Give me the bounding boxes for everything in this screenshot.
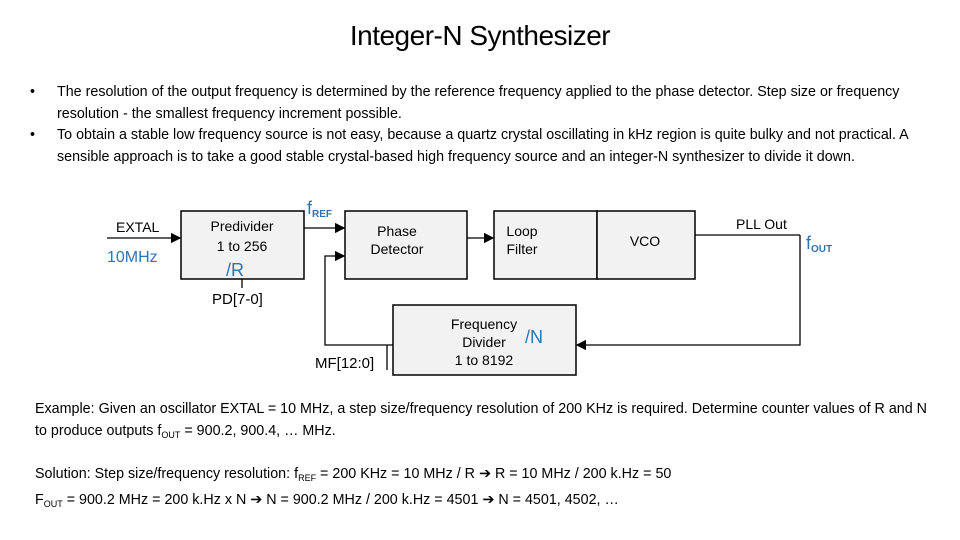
solution-text: N = 4501, 4502, … <box>494 492 619 508</box>
pll-out-label: PLL Out <box>736 216 787 232</box>
solution-line-1: Solution: Step size/frequency resolution… <box>35 463 940 489</box>
loop-filter-label: Loop <box>506 223 537 239</box>
vco-block <box>596 210 696 280</box>
example-paragraph: Example: Given an oscillator EXTAL = 10 … <box>35 398 940 446</box>
vco-label: VCO <box>630 233 660 249</box>
bullet-icon: • <box>30 84 36 100</box>
feedback-line <box>575 235 801 351</box>
bullet-text: The resolution of the output frequency i… <box>57 84 900 122</box>
arrow-icon: ➔ <box>250 492 263 508</box>
phase-detector-block <box>344 210 468 280</box>
frequency-divider-label-2: Divider <box>462 334 506 350</box>
solution-text: = 900.2 MHz = 200 k.Hz x N <box>62 492 251 508</box>
solution-text: Solution: Step size/frequency resolution… <box>35 466 295 482</box>
solution-paragraph: Solution: Step size/frequency resolution… <box>35 463 940 515</box>
fout-label: fOUT <box>806 233 832 255</box>
slide-title: Integer-N Synthesizer <box>349 20 611 51</box>
extal-label: EXTAL <box>116 219 160 235</box>
bullet-list: • The resolution of the output frequency… <box>30 82 930 168</box>
predivider-block <box>180 210 305 280</box>
frequency-divider-range: 1 to 8192 <box>455 352 514 368</box>
solution-line-2: FOUT = 900.2 MHz = 200 k.Hz x N ➔ N = 90… <box>35 489 940 515</box>
fref-label: fREF <box>307 198 332 220</box>
pd-label: PD[7-0] <box>212 291 263 308</box>
phase-detector-label-2: Detector <box>371 241 424 257</box>
bullet-item: • To obtain a stable low frequency sourc… <box>30 125 930 168</box>
loop-filter-block <box>493 210 598 280</box>
fref-subscript: REF <box>298 473 317 483</box>
bullet-icon: • <box>30 127 36 143</box>
arrow-icon: ➔ <box>478 466 491 482</box>
n-label: /N <box>525 327 543 347</box>
loop-filter-label-2: Filter <box>506 241 537 257</box>
bullet-text: To obtain a stable low frequency source … <box>57 127 908 165</box>
frequency-divider-block <box>392 304 577 376</box>
predivider-label: Predivider <box>210 218 273 234</box>
solution-text: = 200 KHz = 10 MHz / R <box>316 466 479 482</box>
divider-to-pd-line <box>324 250 393 346</box>
solution-text: N = 900.2 MHz / 200 k.Hz = 4501 <box>262 492 483 508</box>
input-frequency-label: 10MHz <box>107 249 158 266</box>
predivider-range: 1 to 256 <box>217 238 268 254</box>
phase-detector-label: Phase <box>377 223 417 239</box>
solution-text: R = 10 MHz / 200 k.Hz = 50 <box>490 466 672 482</box>
r-label: /R <box>226 260 244 280</box>
fout-symbol: F <box>35 492 44 508</box>
arrow-icon: ➔ <box>482 492 495 508</box>
frequency-divider-label: Frequency <box>451 316 517 332</box>
fout-subscript: OUT <box>43 499 63 509</box>
mf-label: MF[12:0] <box>315 355 374 372</box>
fref-symbol: f <box>294 466 299 482</box>
example-text-end: = 900.2, 900.4, … MHz. <box>180 423 336 439</box>
example-text: Example: Given an oscillator EXTAL = 10 … <box>35 401 927 439</box>
bullet-item: • The resolution of the output frequency… <box>30 82 930 125</box>
example-subscript: OUT <box>161 430 181 440</box>
